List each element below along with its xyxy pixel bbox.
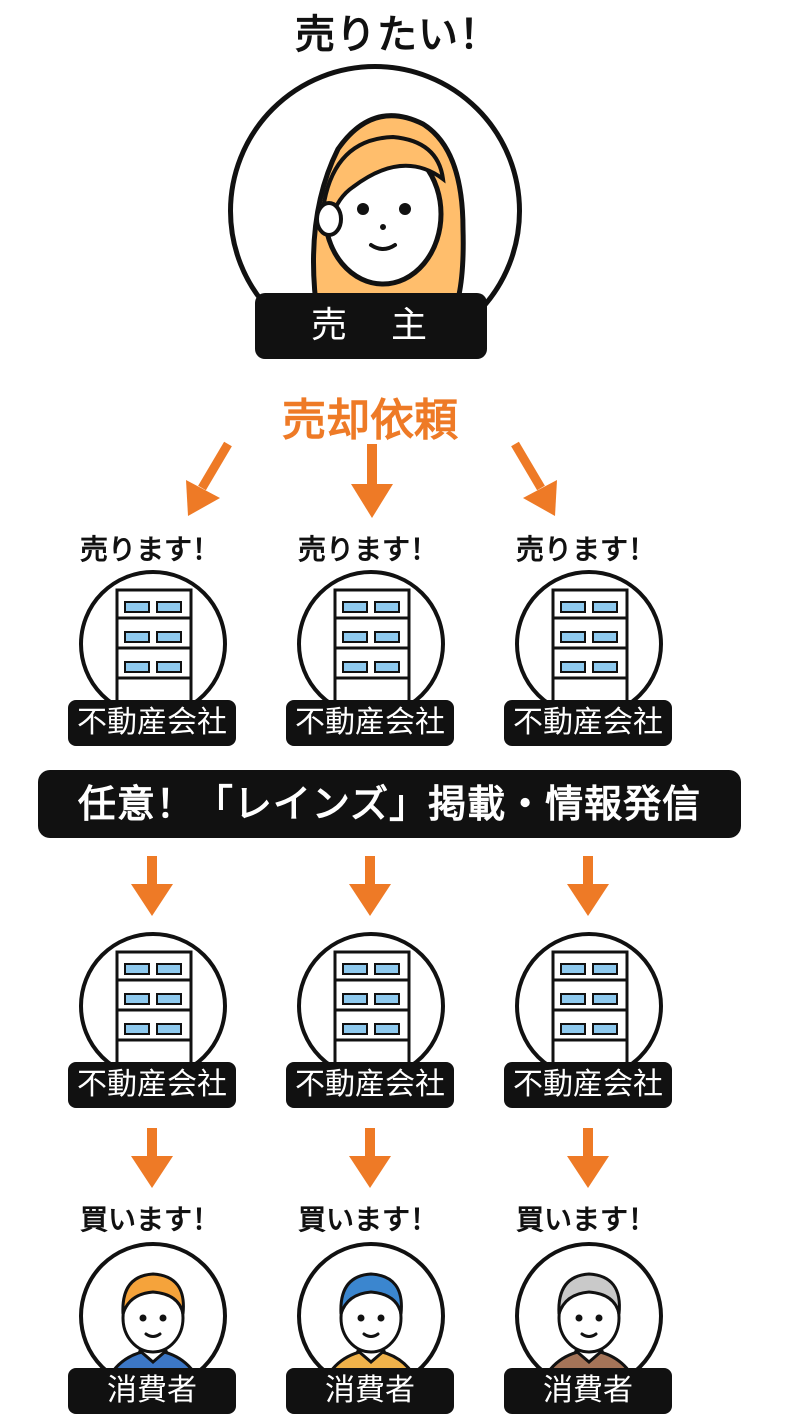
building-icon bbox=[515, 932, 663, 1080]
agency-label: 不動産会社 bbox=[504, 700, 672, 746]
reins-listing-banner: 任意！「レインズ」掲載・情報発信 bbox=[38, 770, 741, 838]
agency-label: 不動産会社 bbox=[68, 700, 236, 746]
agency-label: 不動産会社 bbox=[286, 700, 454, 746]
seller-label: 売 主 bbox=[255, 293, 487, 359]
arrow-down-icon bbox=[131, 1128, 173, 1188]
building-icon bbox=[297, 570, 445, 718]
consumer-label: 消費者 bbox=[286, 1368, 454, 1414]
buy-callout: 買います！ bbox=[79, 1203, 220, 1236]
arrow-down-icon bbox=[349, 856, 391, 916]
agency-label: 不動産会社 bbox=[504, 1062, 672, 1108]
arrow-down-icon bbox=[349, 1128, 391, 1188]
seller-illustration bbox=[311, 113, 466, 353]
arrow-down-icon bbox=[351, 444, 393, 518]
consumer-label: 消費者 bbox=[68, 1368, 236, 1414]
building-icon bbox=[515, 570, 663, 718]
arrow-down-right-icon bbox=[511, 441, 557, 516]
agency-label: 不動産会社 bbox=[286, 1062, 454, 1108]
arrow-down-icon bbox=[567, 1128, 609, 1188]
sell-callout: 売ります！ bbox=[297, 533, 438, 566]
sell-callout: 売ります！ bbox=[79, 533, 220, 566]
arrow-down-icon bbox=[567, 856, 609, 916]
arrow-down-icon bbox=[131, 856, 173, 916]
buy-callout: 買います！ bbox=[297, 1203, 438, 1236]
building-icon bbox=[297, 932, 445, 1080]
building-icon bbox=[79, 932, 227, 1080]
seller-avatar bbox=[228, 64, 522, 358]
agency-label: 不動産会社 bbox=[68, 1062, 236, 1108]
consumer-label: 消費者 bbox=[504, 1368, 672, 1414]
page-title: 売りたい！ bbox=[295, 12, 500, 58]
sell-callout: 売ります！ bbox=[515, 533, 656, 566]
sale-request-label: 売却依頼 bbox=[282, 395, 458, 446]
arrow-down-left-icon bbox=[186, 441, 232, 516]
building-icon bbox=[79, 570, 227, 718]
buy-callout: 買います！ bbox=[515, 1203, 656, 1236]
